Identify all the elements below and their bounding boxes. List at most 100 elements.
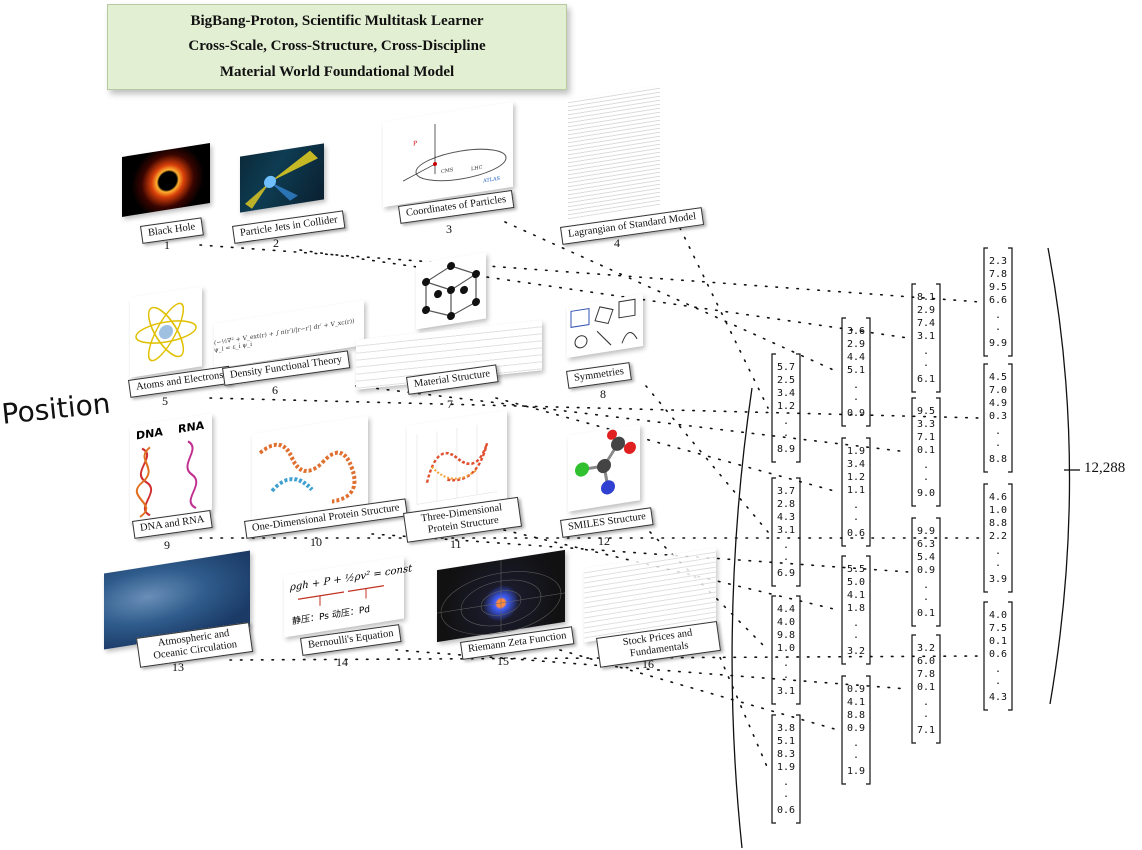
vector-value: 6.9: [777, 568, 795, 579]
vector-value: .: [853, 750, 859, 761]
task-number-5: 5: [162, 394, 168, 408]
vector-value: .: [853, 512, 859, 523]
vector-value: 9.5: [989, 282, 1007, 293]
vector-value: 1.9: [847, 446, 865, 457]
vector-bracket-left: [841, 317, 846, 427]
zeta-field-graphic: [437, 559, 565, 635]
vector-value: 1.2: [847, 472, 865, 483]
vector-brackets: [771, 247, 1013, 824]
task-number-9: 9: [164, 538, 170, 552]
vector-value: 0.9: [847, 408, 865, 419]
vector-value: 8.8: [847, 710, 865, 721]
vector-bracket-right: [936, 283, 941, 393]
vector-bracket-left: [983, 601, 988, 711]
task-number-7: 7: [447, 397, 453, 411]
vector-value: .: [995, 426, 1001, 437]
vector-value: 6.6: [989, 295, 1007, 306]
vector-value: 6.0: [917, 656, 935, 667]
vector-value: 5.4: [917, 552, 935, 563]
vector-value: .: [923, 697, 929, 708]
vector-bracket-left: [841, 437, 846, 547]
task-number-6: 6: [272, 383, 278, 397]
vector-value: 5.1: [777, 736, 795, 747]
vector-value: .: [853, 738, 859, 749]
dotted-connector: [679, 227, 769, 409]
vector-bracket-right: [866, 555, 871, 665]
atom-graphic: [135, 302, 197, 362]
dna-rna-image: DNA RNA: [130, 413, 212, 523]
helix-graphic: [135, 440, 198, 518]
vector-value: 3.6: [847, 326, 865, 337]
vector-value: 5.0: [847, 577, 865, 588]
vector-value: 1.8: [847, 603, 865, 614]
vector-bracket-left: [983, 247, 988, 357]
vector-value: 7.5: [989, 623, 1007, 634]
vector-value: 3.4: [777, 388, 795, 399]
vector-value: 3.3: [917, 419, 935, 430]
vector-value: 7.1: [917, 432, 935, 443]
vector-value: 9.9: [989, 338, 1007, 349]
vector-value: 7.0: [989, 385, 1007, 396]
vector-value: 1.0: [777, 643, 795, 654]
vector-bracket-right: [796, 714, 801, 824]
vector-bracket-right: [1008, 363, 1013, 473]
dotted-connector: [209, 397, 981, 419]
embedding-dimension-label: 12,288: [1084, 460, 1126, 476]
vector-value: .: [783, 658, 789, 669]
vector-bracket-left: [771, 477, 776, 587]
vector-bracket-left: [983, 363, 988, 473]
task-number-3: 3: [446, 222, 452, 236]
vector-value: .: [853, 500, 859, 511]
vector-value: .: [923, 460, 929, 471]
vector-bracket-left: [771, 595, 776, 705]
riemann-zeta-image: [437, 549, 565, 643]
vector-value: 8.1: [917, 292, 935, 303]
vector-value: .: [853, 392, 859, 403]
task-number-4: 4: [614, 236, 620, 250]
vector-value: 7.1: [917, 725, 935, 736]
protein-chain-graphic: [258, 442, 357, 504]
task-number-10: 10: [310, 535, 322, 549]
vector-value: 1.2: [777, 401, 795, 412]
vector-value: 4.0: [989, 610, 1007, 621]
vector-value: 4.5: [989, 372, 1007, 383]
symmetries-graphic: [570, 298, 638, 349]
symmetries-image: [567, 293, 643, 359]
molecule-graphic: [575, 429, 636, 495]
vector-value: .: [783, 552, 789, 563]
vector-values: 5.72.53.41.2..8.93.72.84.33.1..6.94.44.0…: [777, 256, 1007, 816]
lagrangian-image: [568, 84, 660, 220]
vector-value: .: [783, 789, 789, 800]
vector-value: .: [923, 592, 929, 603]
vector-value: .: [783, 428, 789, 439]
vector-value: 0.6: [777, 805, 795, 816]
atoms-electrons-image: [130, 286, 202, 378]
dotted-connector: [495, 397, 839, 493]
vector-value: 3.9: [989, 574, 1007, 585]
vector-value: 4.4: [847, 352, 865, 363]
vector-value: 5.1: [847, 365, 865, 376]
vector-value: 2.9: [917, 305, 935, 316]
vector-value: 8.8: [989, 454, 1007, 465]
task-number-1: 1: [164, 238, 170, 252]
vector-value: .: [995, 664, 1001, 675]
vector-value: 2.8: [777, 499, 795, 510]
dotted-connector: [559, 649, 839, 731]
vector-value: .: [923, 358, 929, 369]
vector-value: .: [783, 670, 789, 681]
vector-value: 3.7: [777, 486, 795, 497]
vector-bracket-left: [771, 714, 776, 824]
vector-value: 3.2: [847, 646, 865, 657]
protein-3d-graphic: [416, 424, 497, 505]
vector-value: 4.6: [989, 492, 1007, 503]
vector-bracket-right: [936, 517, 941, 627]
svg-text:LHC: LHC: [471, 165, 483, 173]
vector-value: 7.4: [917, 318, 935, 329]
title-line-2: Cross-Scale, Cross-Structure, Cross-Disc…: [188, 38, 486, 55]
vector-value: 0.3: [989, 411, 1007, 422]
vector-value: .: [995, 438, 1001, 449]
vector-value: 3.1: [777, 525, 795, 536]
vector-value: 3.2: [917, 643, 935, 654]
